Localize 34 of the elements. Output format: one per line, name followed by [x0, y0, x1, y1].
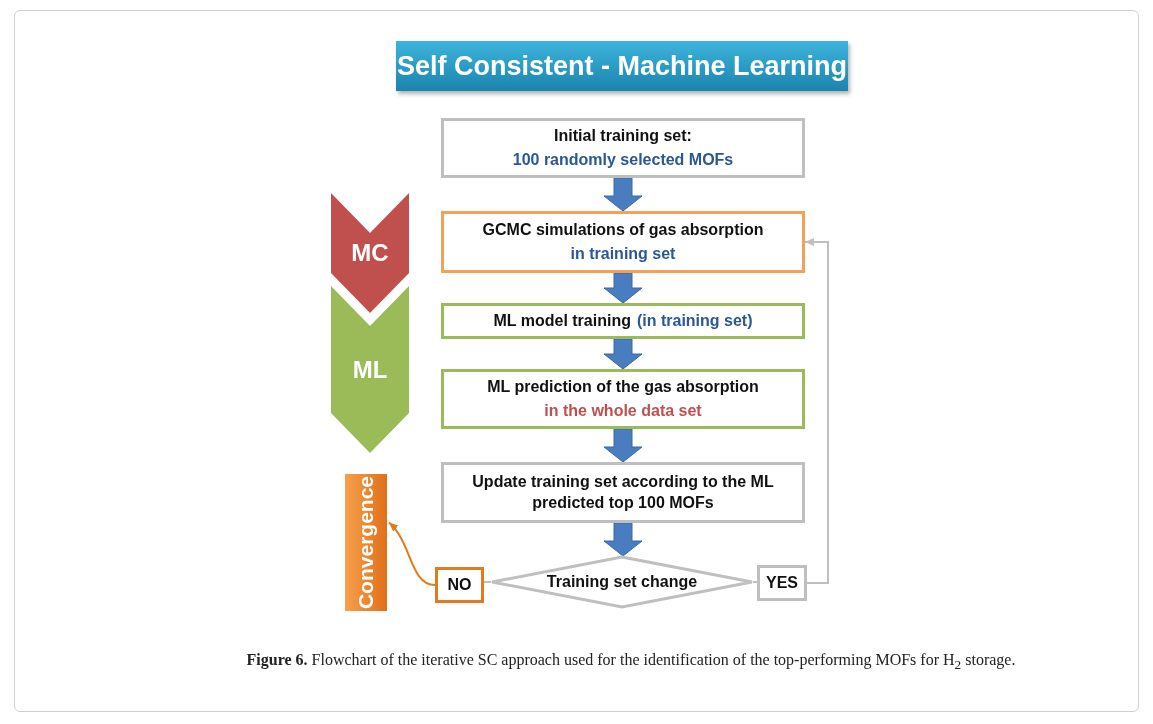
process-box: [441, 118, 805, 178]
node-text: ML model training: [493, 310, 631, 331]
arrow: [388, 521, 436, 586]
connector-line: [752, 581, 758, 583]
node-text: ML: [352, 354, 388, 385]
node-text: in training set: [570, 243, 676, 264]
answer-box: [757, 565, 807, 601]
process-box: [441, 462, 805, 523]
node-text: 100 randomly selected MOFs: [512, 149, 734, 170]
process-box: [441, 303, 805, 339]
node-text: NO: [447, 574, 472, 595]
process-box: [441, 369, 805, 429]
block-arrow: [603, 428, 643, 463]
block-arrow: [603, 522, 643, 557]
node-text: Convergence: [354, 475, 378, 609]
block-arrow: [603, 272, 643, 304]
process-box: [441, 211, 805, 273]
figure-caption: Figure 6. Flowchart of the iterative SC approach used for the identification of the top-performing MOFs for H$_{2}$ storage.: [245, 651, 1017, 674]
node-text: YES: [766, 572, 798, 593]
arrow: [804, 238, 829, 584]
node-text: Training set change: [546, 571, 698, 592]
node-text: (in training set): [636, 310, 753, 331]
vertical-banner: [345, 474, 387, 611]
node-text: Update training set according to the ML predicted top 100 MOFs: [471, 471, 775, 513]
node-text: ML prediction of the gas absorption: [487, 376, 759, 397]
block-arrow: [603, 177, 643, 212]
node-text: GCMC simulations of gas absorption: [482, 219, 764, 240]
node-text: Initial training set:: [554, 125, 692, 146]
connector-line: [483, 581, 492, 583]
answer-box: [435, 567, 484, 603]
node-text: MC: [351, 238, 389, 269]
block-arrow: [603, 338, 643, 370]
node-text: in the whole data set: [544, 400, 702, 421]
title-banner: Self Consistent - Machine Learning: [396, 41, 848, 91]
